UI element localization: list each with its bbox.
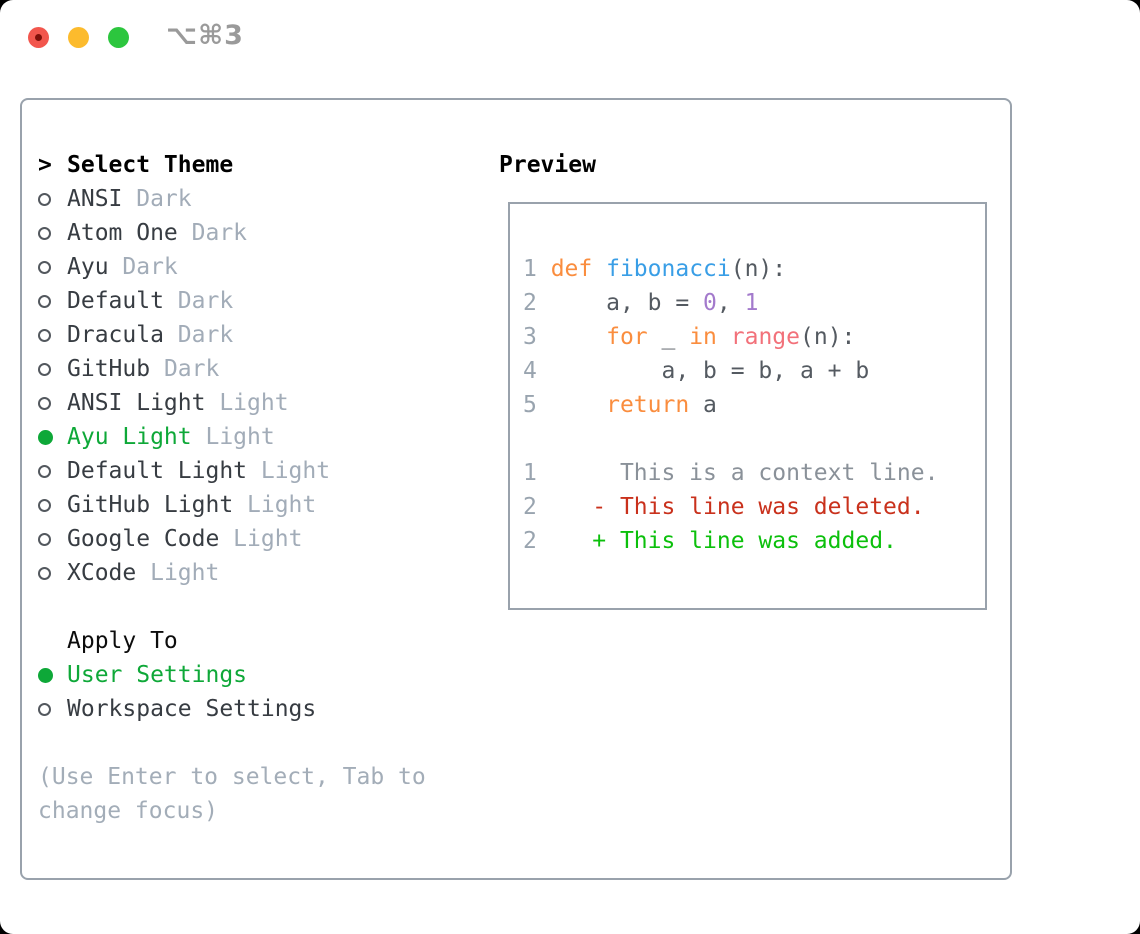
code-line: 1 This is a context line. [523, 460, 939, 486]
radio-icon [38, 396, 51, 410]
theme-variant-label: Dark [108, 254, 178, 280]
theme-option-label: Ayu Light [67, 424, 192, 450]
code-line: 5 return a [523, 392, 717, 418]
code-line: 2 a, b = 0, 1 [523, 290, 759, 316]
theme-option-label: Atom One [67, 220, 178, 246]
code-line [523, 422, 985, 456]
theme-option[interactable]: ANSI Light Light [38, 386, 478, 420]
radio-icon [38, 702, 51, 716]
preview-pane: 1 def fibonacci(n): 2 a, b = 0, 1 3 for _ … [508, 202, 987, 610]
theme-variant-label: Dark [163, 322, 234, 348]
radio-icon [38, 464, 51, 478]
code-preview: 1 def fibonacci(n): 2 a, b = 0, 1 3 for _ … [523, 252, 985, 558]
theme-variant-label: Dark [177, 220, 248, 246]
theme-option[interactable]: GitHub Dark [38, 352, 478, 386]
theme-option[interactable]: XCode Light [38, 556, 478, 590]
theme-option-label: GitHub [67, 356, 151, 382]
code-line: 2 + This line was added. [523, 528, 897, 554]
theme-variant-label: Light [205, 390, 289, 416]
radio-selected-icon [38, 667, 53, 683]
theme-variant-label: Light [219, 526, 303, 552]
radio-icon [38, 260, 51, 274]
radio-icon [38, 362, 51, 376]
keyboard-hint: (Use Enter to select, Tab to change focu… [38, 764, 440, 824]
theme-option[interactable]: Atom One Dark [38, 216, 478, 250]
select-theme-title: Select Theme [67, 152, 234, 178]
theme-option[interactable]: Ayu Light Light [38, 420, 478, 454]
radio-icon [38, 532, 51, 546]
apply-to-option-label: User Settings [67, 662, 248, 688]
radio-icon [38, 498, 51, 512]
theme-variant-label: Light [136, 560, 220, 586]
theme-variant-label: Light [191, 424, 275, 450]
theme-variant-label: Dark [122, 186, 192, 212]
theme-option[interactable]: Google Code Light [38, 522, 478, 556]
code-line: 1 def fibonacci(n): [523, 256, 787, 282]
theme-option-label: Default Light [67, 458, 248, 484]
theme-variant-label: Dark [150, 356, 220, 382]
apply-to-option-label: Workspace Settings [67, 696, 317, 722]
radio-icon [38, 566, 51, 580]
unsaved-dot-icon [35, 34, 42, 41]
theme-option[interactable]: Default Light Light [38, 454, 478, 488]
apply-to-option[interactable]: Workspace Settings [38, 692, 478, 726]
theme-option-label: Ayu [67, 254, 109, 280]
theme-variant-label: Light [247, 458, 331, 484]
titlebar: ⌥⌘3 [0, 0, 1140, 70]
theme-option-label: Default [67, 288, 164, 314]
preview-title: Preview [499, 152, 596, 178]
theme-variant-label: Dark [163, 288, 234, 314]
spacer [38, 590, 478, 624]
radio-selected-icon [38, 429, 53, 445]
spacer [38, 726, 478, 760]
code-line: 3 for _ in range(n): [523, 324, 856, 350]
theme-option[interactable]: GitHub Light Light [38, 488, 478, 522]
theme-variant-label: Light [233, 492, 317, 518]
code-line: 2 - This line was deleted. [523, 494, 925, 520]
apply-to-option[interactable]: User Settings [38, 658, 478, 692]
radio-icon [38, 226, 51, 240]
select-theme-header: > Select Theme [38, 148, 478, 182]
minimize-button[interactable] [68, 27, 89, 48]
close-button[interactable] [28, 27, 49, 48]
window-shortcut-label: ⌥⌘3 [166, 20, 244, 51]
theme-option-label: Google Code [67, 526, 220, 552]
radio-icon [38, 328, 51, 342]
theme-option[interactable]: Ayu Dark [38, 250, 478, 284]
apply-to-header: Apply To [38, 624, 478, 658]
theme-option-label: Dracula [67, 322, 164, 348]
radio-icon [38, 192, 51, 206]
theme-option-label: GitHub Light [67, 492, 234, 518]
apply-to-title: Apply To [67, 628, 178, 654]
theme-option[interactable]: Dracula Dark [38, 318, 478, 352]
theme-option-label: XCode [67, 560, 137, 586]
prompt-caret-icon: > [38, 152, 52, 178]
radio-icon [38, 294, 51, 308]
zoom-button[interactable] [108, 27, 129, 48]
code-line: 4 a, b = b, a + b [523, 358, 870, 384]
theme-option[interactable]: ANSI Dark [38, 182, 478, 216]
theme-option-label: ANSI [67, 186, 123, 212]
theme-option-label: ANSI Light [67, 390, 206, 416]
theme-option[interactable]: Default Dark [38, 284, 478, 318]
